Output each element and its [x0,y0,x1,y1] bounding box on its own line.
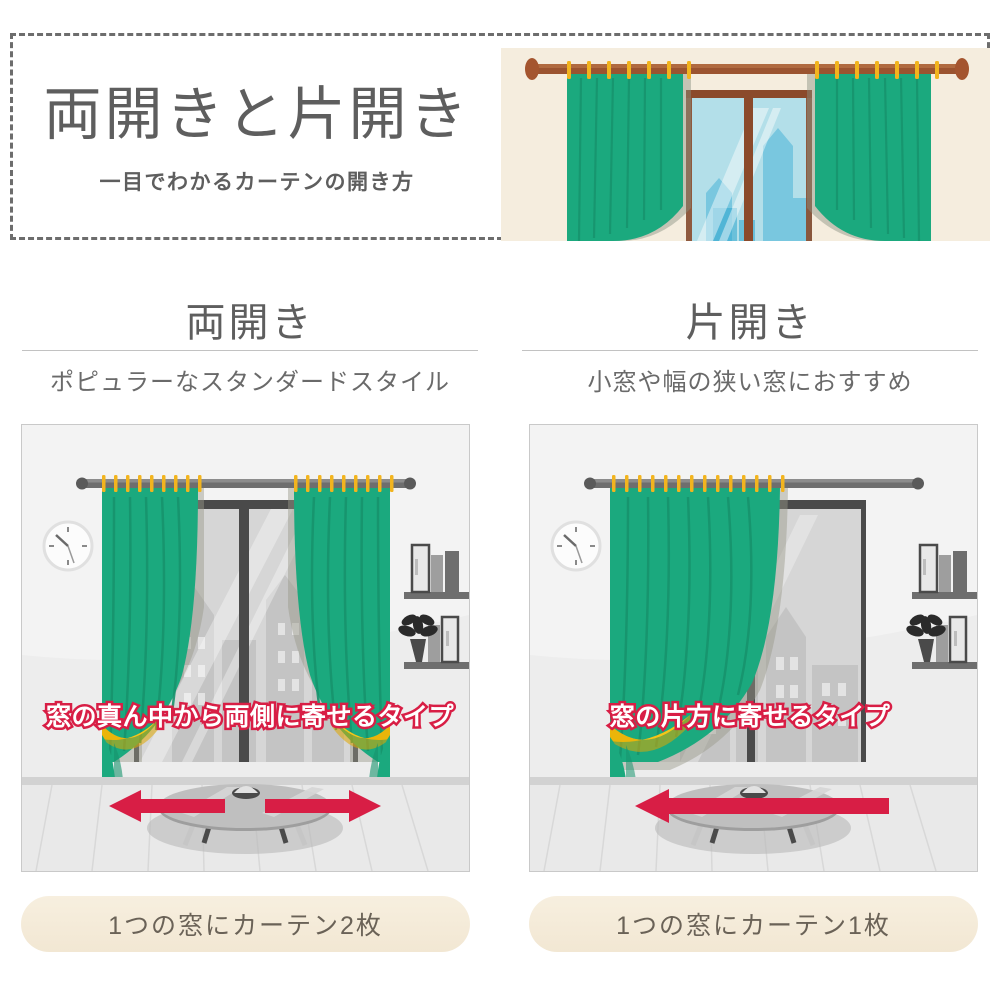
badge-double-open: 1つの窓にカーテン2枚 [21,896,470,952]
title-divider [522,350,978,351]
page-subtitle: 一目でわかるカーテンの開き方 [99,171,415,195]
arrow-right-icon [265,790,381,822]
arrow-left-icon [635,789,889,823]
title-divider [22,350,478,351]
hero-window-illustration [501,48,990,241]
arrow-group-single [635,789,889,823]
hero-text-block: 両開きと片開き 一目でわかるカーテンの開き方 [13,36,501,237]
comparison-columns: 両開き ポピュラーなスタンダードスタイル [0,278,1000,978]
column-double-open: 両開き ポピュラーなスタンダードスタイル [0,278,500,978]
page-title: 両開きと片開き [43,81,471,147]
hero-banner: 両開きと片開き 一目でわかるカーテンの開き方 [10,33,990,241]
column-single-open: 片開き 小窓や幅の狭い窓におすすめ [500,278,1000,978]
scene-double-open [21,424,470,872]
arrow-group-double [109,790,381,822]
column-subtitle-double: ポピュラーなスタンダードスタイル [50,369,450,396]
column-title-double: 両開き [185,301,315,345]
column-subtitle-single: 小窓や幅の狭い窓におすすめ [587,369,913,396]
badge-single-open: 1つの窓にカーテン1枚 [529,896,978,952]
arrow-left-icon [109,790,225,822]
column-title-single: 片開き [685,301,815,345]
